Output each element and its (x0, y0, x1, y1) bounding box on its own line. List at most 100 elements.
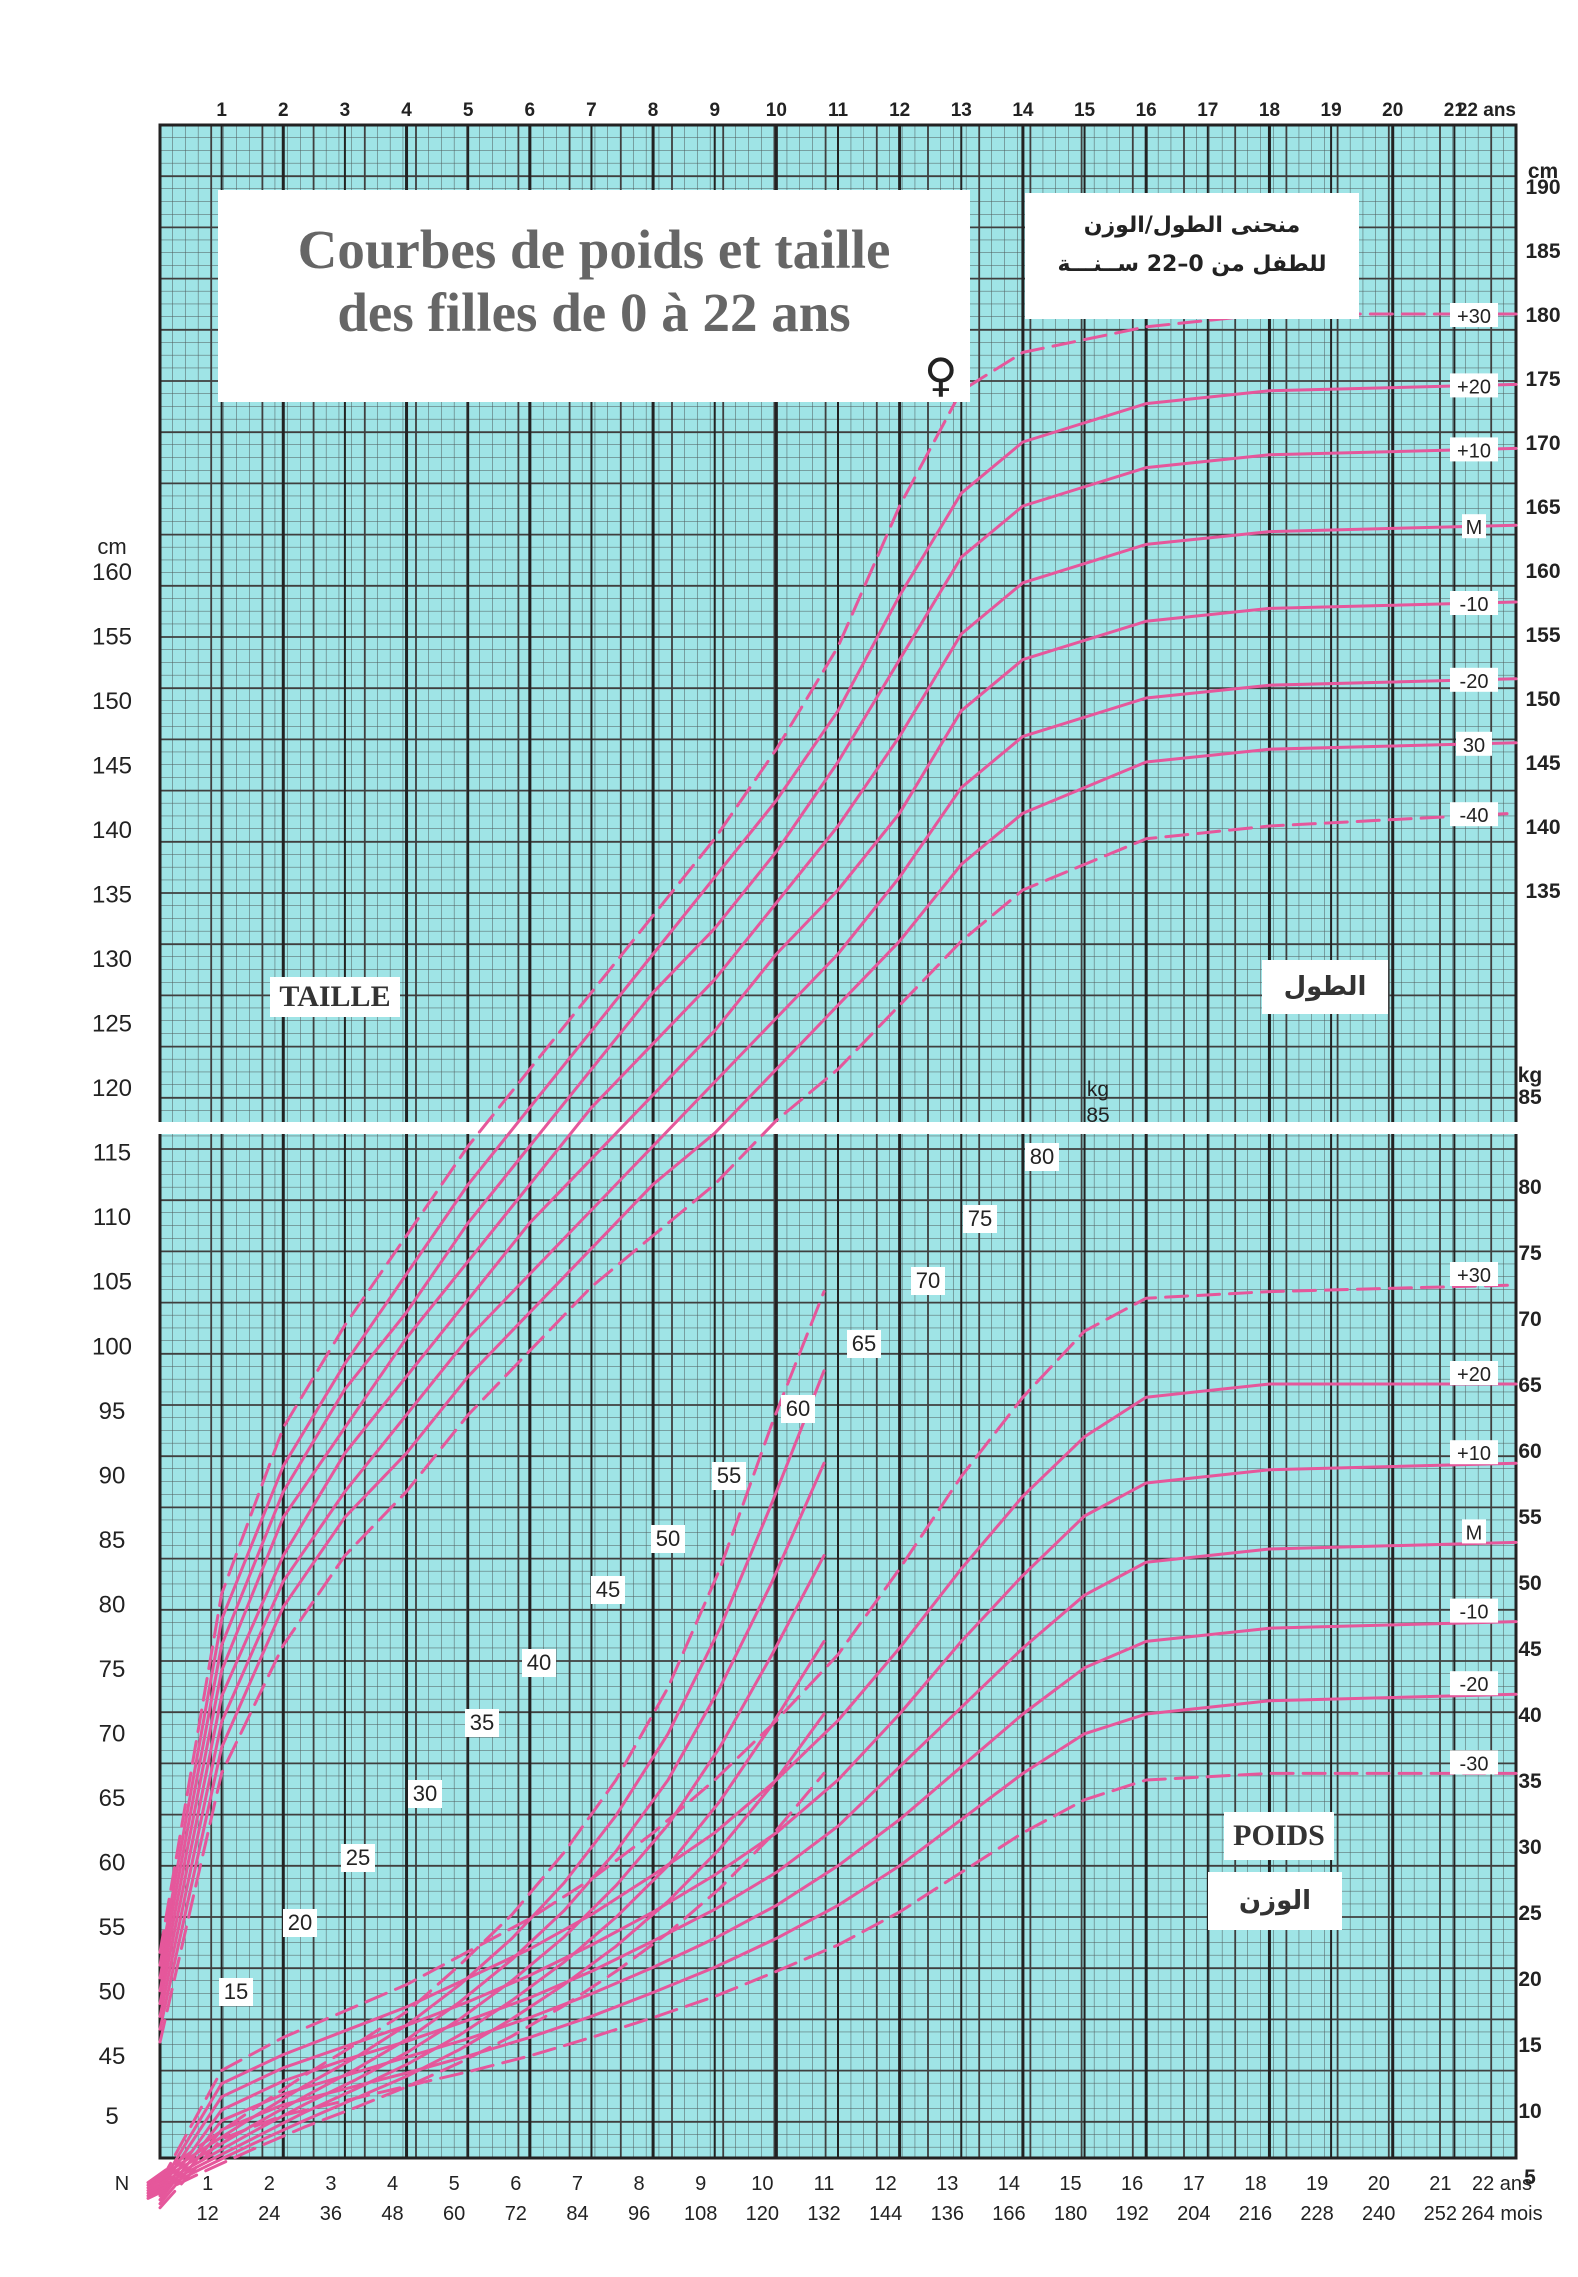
right-weight-tick: 75 (1518, 1242, 1542, 1265)
height-curve-label: M (1466, 517, 1483, 539)
top-year-label: 12 (889, 100, 910, 121)
left-height-tick: 125 (92, 1011, 132, 1038)
weight-curve-label-bg (1462, 1519, 1486, 1544)
diagonal-label-bg (911, 1267, 945, 1295)
bottom-month-label: 180 (1054, 2203, 1087, 2225)
height-curve-n30 (158, 312, 1518, 1954)
weight-height-curve-n30 (146, 1771, 826, 2200)
left-height-tick: 95 (99, 1398, 126, 1425)
height-curve-n20 (158, 382, 1518, 1967)
left-height-tick: 60 (99, 1849, 126, 1876)
height-curve-label-bg (1456, 731, 1492, 756)
bottom-year-label: 18 (1244, 2173, 1266, 2195)
left-height-tick: 115 (93, 1140, 131, 1167)
right-height-tick: 190 (1525, 176, 1560, 199)
bottom-month-label: 72 (505, 2203, 527, 2225)
right-height-tick: 185 (1525, 240, 1560, 263)
top-year-label: 8 (648, 100, 659, 121)
poids-arabic-label: الوزن (1208, 1872, 1342, 1930)
diagonal-weight-label: 55 (717, 1463, 741, 1488)
bottom-month-label: 216 (1239, 2203, 1272, 2225)
right-weight-tick: 40 (1518, 1704, 1541, 1727)
left-height-tick: 55 (99, 1914, 126, 1941)
bottom-month-label: 240 (1362, 2203, 1395, 2225)
weight-curve-label-bg (1450, 1750, 1498, 1775)
left-height-tick: 150 (92, 688, 132, 715)
left-height-tick: 105 (92, 1269, 132, 1296)
diagonal-weight-label: 40 (527, 1650, 551, 1675)
top-year-label: 18 (1259, 100, 1280, 121)
diagonal-weight-label: 35 (470, 1710, 494, 1735)
weight-curve-label: -30 (1460, 1753, 1489, 1775)
bottom-month-label: 120 (746, 2203, 779, 2225)
right-weight-tick: 35 (1518, 1770, 1542, 1793)
left-height-tick: 155 (92, 624, 132, 651)
weight-height-curve-n30 (146, 1290, 826, 2185)
right-weight-tick: 55 (1518, 1506, 1542, 1529)
height-curve-label: 30 (1463, 735, 1485, 757)
bottom-year-label: 19 (1306, 2173, 1328, 2195)
bottom-month-label: 136 (931, 2203, 964, 2225)
left-height-tick: 140 (92, 817, 132, 844)
poids-label: POIDS (1224, 1812, 1334, 1860)
bottom-year-label: 7 (572, 2173, 583, 2195)
left-height-tick: 130 (92, 946, 132, 973)
bottom-year-label: 4 (387, 2173, 398, 2195)
diagonal-label-bg (847, 1330, 881, 1358)
top-year-label: 13 (951, 100, 972, 121)
bottom-month-label: 96 (628, 2203, 650, 2225)
arabic-title-line-2: للطفل من 0–22 ســنـــة (1057, 252, 1327, 277)
right-height-tick: 170 (1525, 432, 1560, 455)
height-curve-label-bg (1450, 802, 1498, 827)
left-height-tick: 100 (92, 1333, 132, 1360)
height-curve-label-bg (1450, 373, 1498, 398)
bottom-year-label: 10 (751, 2173, 773, 2195)
left-height-tick: 110 (93, 1204, 131, 1231)
diagonal-label-bg (781, 1395, 815, 1423)
height-curve-label: -20 (1460, 671, 1489, 693)
height-curve-n10 (158, 600, 1518, 2006)
origin-label: N (115, 2173, 129, 2195)
diagonal-label-bg (712, 1462, 746, 1490)
height-curve-label: -10 (1460, 594, 1489, 616)
weight-height-curve-M (146, 1554, 826, 2192)
top-year-label: 11 (828, 100, 849, 121)
right-weight-tick: 15 (1518, 2034, 1542, 2057)
bottom-month-label: 166 (992, 2203, 1025, 2225)
right-height-tick: 160 (1525, 560, 1560, 583)
height-curve-label: +20 (1457, 376, 1491, 398)
bottom-year-label: 12 (875, 2173, 897, 2195)
taille-arabic-label: الطول (1262, 960, 1388, 1014)
bottom-year-label: 21 (1429, 2173, 1451, 2195)
top-year-label: 20 (1382, 100, 1403, 121)
height-curve-label: -40 (1460, 805, 1489, 827)
diagonal-label-bg (465, 1709, 499, 1737)
left-height-tick: 160 (92, 559, 132, 586)
diagonal-weight-label: 75 (968, 1206, 992, 1231)
bottom-year-label: 16 (1121, 2173, 1143, 2195)
bottom-month-label: 12 (197, 2203, 219, 2225)
bottom-month-label: 144 (869, 2203, 902, 2225)
diagonal-weight-label: 60 (786, 1396, 810, 1421)
right-weight-tick: 60 (1518, 1440, 1541, 1463)
inner-kg-unit: kg (1087, 1078, 1109, 1101)
bottom-month-label: 264 mois (1461, 2203, 1542, 2225)
right-height-tick: 155 (1525, 624, 1560, 647)
diagonal-label-bg (522, 1649, 556, 1677)
axis-labels: +30+20+10M-10-2030-40+30+20+10M-10-20-30… (92, 100, 1561, 2225)
diagonal-label-bg (408, 1780, 442, 1808)
right-weight-tick: 20 (1518, 1968, 1541, 1991)
diagonal-label-bg (219, 1978, 253, 2006)
bottom-month-label: 192 (1115, 2203, 1148, 2225)
bottom-year-label: 9 (695, 2173, 706, 2195)
diagonal-label-bg (1025, 1143, 1059, 1171)
top-year-label: 15 (1074, 100, 1096, 121)
top-year-label: 1 (216, 100, 227, 121)
bottom-year-label: 2 (264, 2173, 275, 2195)
diagonal-weight-label: 50 (656, 1526, 680, 1551)
diagonal-weight-label: 30 (413, 1781, 437, 1806)
height-curve-label-bg (1450, 667, 1498, 692)
right-height-tick: 150 (1525, 688, 1560, 711)
weight-curve-n30 (158, 1283, 1518, 2185)
top-year-label: 3 (340, 100, 351, 121)
